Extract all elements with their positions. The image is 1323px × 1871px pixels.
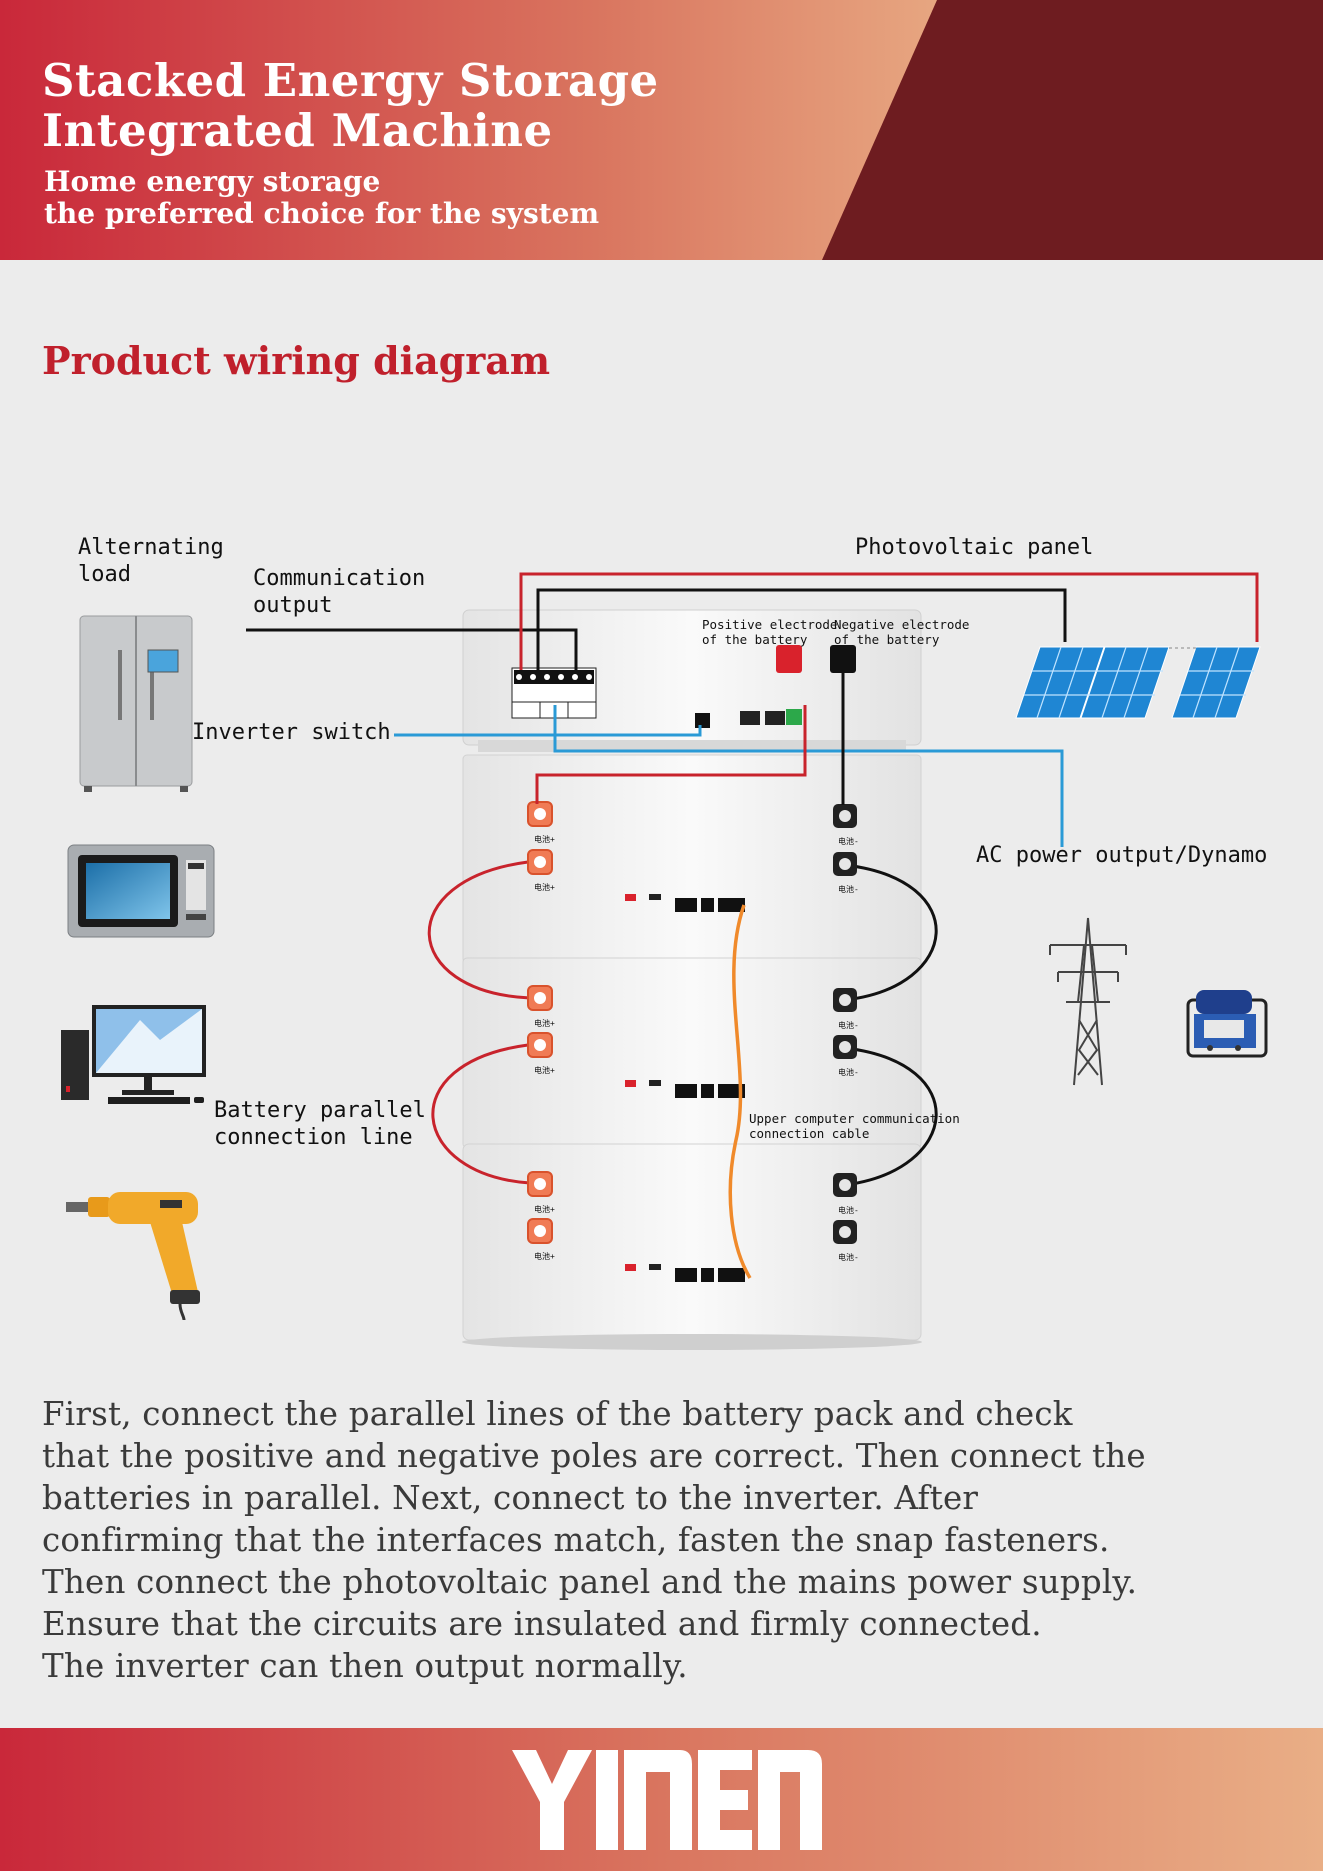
header-banner: Stacked Energy Storage Integrated Machin… [0, 0, 1323, 260]
terminal-label-negative: 电池- [838, 1021, 859, 1030]
battery-module-3 [462, 1143, 922, 1350]
inverter-switch-label: Inverter switch [192, 720, 391, 745]
solar-panel-icon [1015, 646, 1261, 719]
dry-contact-terminal [786, 709, 802, 725]
upper-computer-cable-label: Upper computer communication connection … [749, 1111, 960, 1141]
terminal-label-positive: 电池+ [534, 1019, 555, 1028]
terminal-label-positive: 电池+ [534, 1252, 555, 1261]
page-subtitle: Home energy storage the preferred choice… [44, 165, 600, 230]
inverter-wiring [246, 572, 1259, 847]
negative-electrode-label: Negative electrode of the battery [834, 617, 970, 647]
can-port [765, 711, 785, 725]
terminal-label-positive: 电池+ [534, 835, 555, 844]
communication-output-label: Communication output [253, 566, 426, 618]
battery-negative-terminal [830, 645, 856, 673]
wiring-diagram: Alternating load Communication output In… [0, 500, 1323, 1380]
terminal-label-negative: 电池- [838, 1253, 859, 1262]
battery-parallel-label: Battery parallel connection line [214, 1098, 426, 1150]
terminal-label-negative: 电池- [838, 1206, 859, 1215]
photovoltaic-panel-label: Photovoltaic panel [855, 535, 1094, 560]
terminal-label-positive: 电池+ [534, 1066, 555, 1075]
transmission-tower-icon [1049, 917, 1127, 1086]
page-title: Stacked Energy Storage Integrated Machin… [42, 54, 659, 157]
positive-electrode-label: Positive electrode of the battery [702, 617, 838, 647]
module-control-panels [625, 894, 745, 1282]
terminal-label-positive: 电池+ [534, 1205, 555, 1214]
rs485-port [740, 711, 760, 725]
terminal-label-negative: 电池- [838, 837, 859, 846]
installation-instructions: First, connect the parallel lines of the… [42, 1395, 1146, 1685]
section-title: Product wiring diagram [42, 338, 551, 383]
battery-terminals [527, 801, 857, 1244]
footer-banner [0, 1728, 1323, 1871]
ac-power-output-label: AC power output/Dynamo [976, 843, 1268, 868]
wiring-diagram-graphic [61, 572, 1268, 1350]
terminal-label-positive: 电池+ [534, 883, 555, 892]
desktop-computer-icon [61, 1005, 206, 1104]
microwave-icon [67, 844, 215, 938]
electric-drill-icon [66, 1192, 200, 1321]
refrigerator-icon [79, 615, 193, 792]
battery-parallel-lines [427, 860, 938, 1279]
yinen-logo [512, 1750, 822, 1850]
terminal-label-negative: 电池- [838, 1068, 859, 1077]
battery-positive-terminal [776, 645, 802, 673]
generator-icon [1186, 990, 1268, 1058]
terminal-label-negative: 电池- [838, 885, 859, 894]
upper-computer-cable [728, 904, 752, 1279]
alternating-load-label: Alternating load [78, 535, 224, 587]
inverter-switch-icon[interactable] [695, 713, 710, 728]
